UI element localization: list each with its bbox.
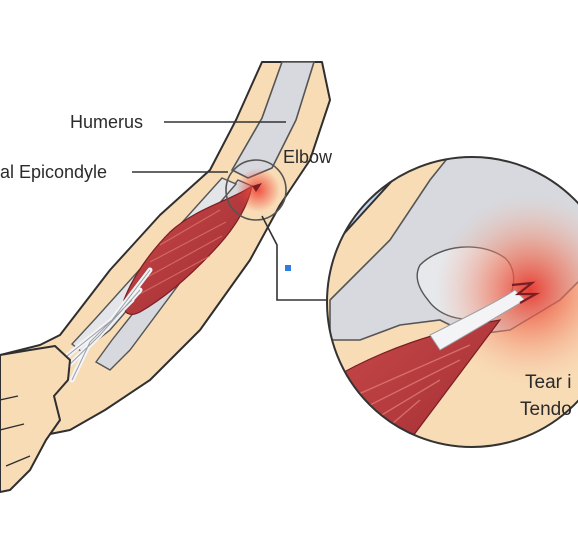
muscle-fibers [135,209,227,297]
forearm-illustration [0,61,331,493]
hand-fingers [0,395,31,467]
humerus-label: Humerus [70,112,143,132]
zoom-connector-line [261,215,330,301]
zoom-border [326,156,578,448]
elbow-inflammation [236,168,280,212]
tear-mark [511,281,541,304]
labels: Humerus al Epicondyle Elbow Tear i Tendo [0,112,572,420]
elbow-zoom-indicator [225,159,287,221]
zoomed-elbow-view [326,156,578,448]
epicondyle-label: al Epicondyle [0,162,107,182]
extensor-muscle [123,184,253,315]
tear-label-line1: Tear i [525,372,571,393]
elbow-label: Elbow [283,147,333,167]
hand [0,345,71,493]
tear-label-line2: Tendo [520,399,572,420]
marker-dot [285,265,291,271]
